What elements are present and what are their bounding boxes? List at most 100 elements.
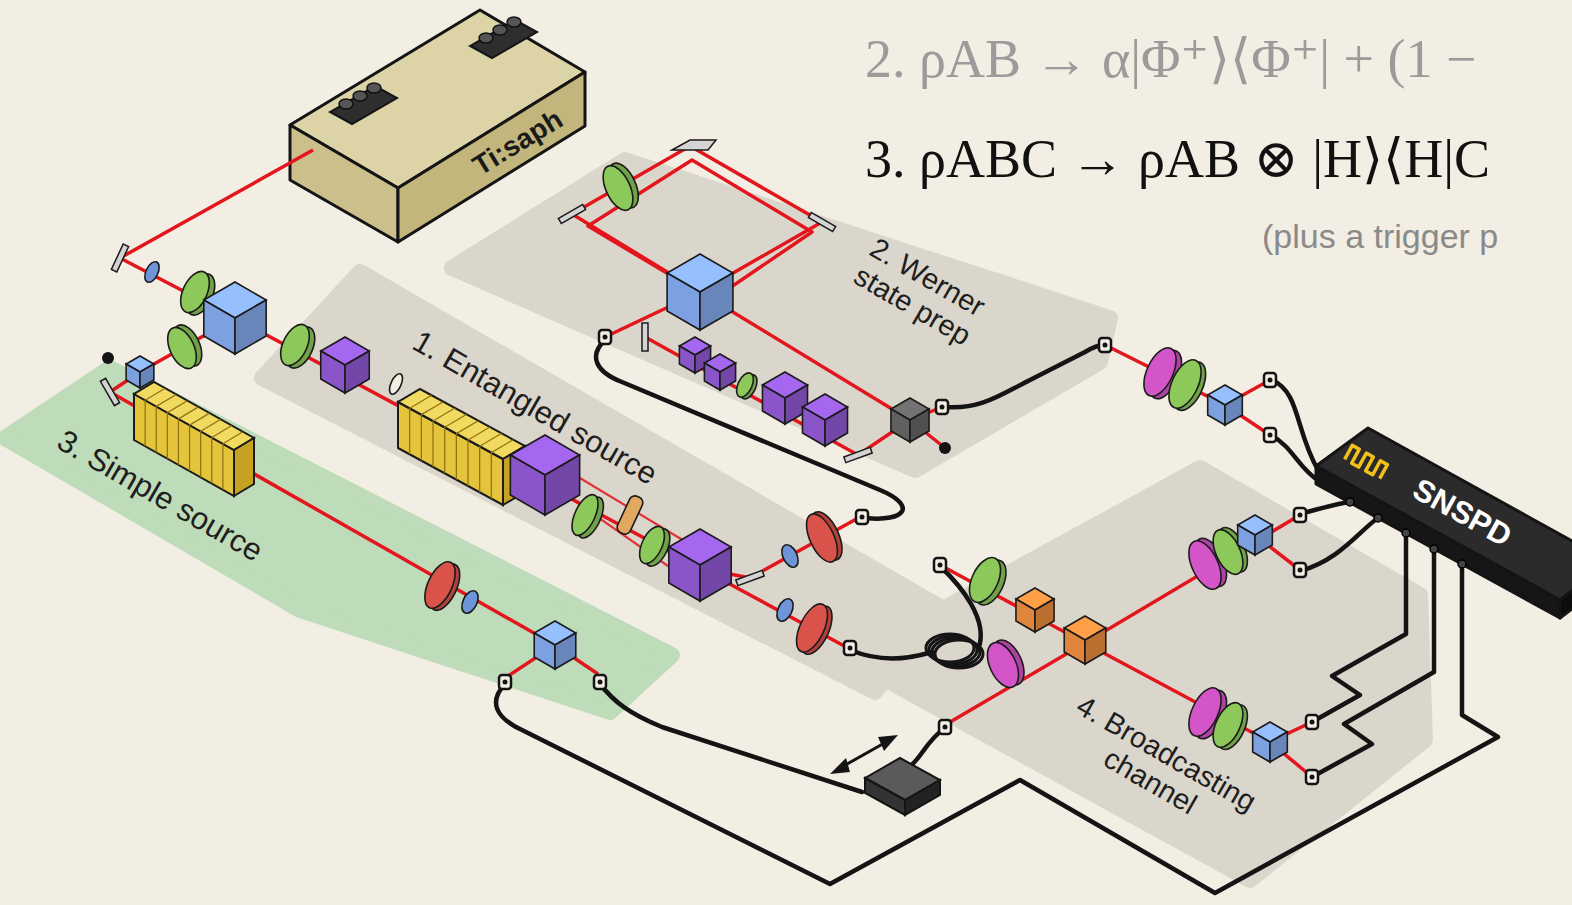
crystal-poling <box>468 427 490 486</box>
fiber-coupler <box>594 675 606 689</box>
lens-face <box>733 370 757 399</box>
beam-splitter-cube <box>1016 588 1054 632</box>
beam-dump <box>939 442 951 454</box>
cube-face <box>1253 732 1270 762</box>
cube-face <box>235 300 266 354</box>
coupler-core <box>503 680 508 685</box>
lens-face <box>387 372 405 396</box>
equation: 3. ρABC → ρAB ⊗ |H⟩⟨H|C <box>865 130 1490 189</box>
outline-face <box>290 10 585 188</box>
lens-face <box>981 638 1025 692</box>
detector-port <box>1458 560 1466 568</box>
region-label: 2. Werner state prep <box>848 232 1001 357</box>
cube-face <box>669 547 700 601</box>
cube-face <box>534 633 555 669</box>
cube-face <box>700 273 733 330</box>
lens <box>419 557 466 615</box>
outline-face <box>1316 428 1572 600</box>
node-outline <box>838 456 1437 892</box>
fiber-coupler <box>936 400 948 414</box>
lens-face <box>1162 355 1208 413</box>
cube-face <box>545 455 580 515</box>
lens <box>387 372 405 396</box>
fiber-coil <box>935 640 983 668</box>
fiber-coupler <box>499 675 511 689</box>
coupler-core <box>1298 568 1303 573</box>
lens-face <box>1207 698 1249 752</box>
cube-face <box>1225 395 1242 425</box>
lens-face <box>275 320 315 370</box>
optical-fiber <box>600 684 862 792</box>
cube-face <box>1085 628 1106 664</box>
mirror <box>100 378 119 405</box>
crystal-poling <box>167 401 187 459</box>
fiber-coupler <box>1264 373 1276 387</box>
coupler-core <box>940 405 945 410</box>
optical-fiber <box>596 340 903 519</box>
coupler-body <box>856 510 868 524</box>
outline-group <box>850 468 1425 880</box>
detector-port <box>1430 545 1438 553</box>
beam-splitter-cube <box>1238 515 1273 555</box>
cube-face <box>762 385 785 424</box>
outline-face <box>290 125 398 242</box>
coupler-body <box>594 675 606 689</box>
detector-meander <box>1345 445 1388 478</box>
coupler-body <box>1306 770 1318 784</box>
cube-face <box>1064 628 1085 664</box>
coupler-core <box>1268 378 1273 383</box>
detector-port <box>1346 498 1354 506</box>
lens-face <box>779 542 802 570</box>
crystal-poling <box>410 395 432 454</box>
beam-splitter-cube <box>1208 385 1243 425</box>
coupler-body <box>1294 563 1306 577</box>
crystal-poling <box>456 421 478 480</box>
region-label: Ti:saph <box>468 104 569 182</box>
fiber-coupler <box>856 510 868 524</box>
outline-face <box>1316 466 1560 618</box>
lens <box>142 259 162 284</box>
fiber-coupler <box>599 330 611 344</box>
region-label: SNSPD <box>1407 472 1517 553</box>
crystal-poling <box>156 394 176 452</box>
crystal-poling <box>201 419 221 477</box>
coupler-core <box>1103 343 1108 348</box>
arrow-head <box>878 735 898 751</box>
fiber-layer <box>496 340 1498 893</box>
optical-fiber <box>1312 549 1434 777</box>
mirror <box>642 323 648 351</box>
cube-face <box>667 273 700 330</box>
lens <box>1162 355 1212 415</box>
cube-face <box>1255 525 1272 555</box>
cube-face <box>1270 732 1287 762</box>
control-knob <box>493 25 507 35</box>
cube-face <box>1208 395 1225 425</box>
laser-beam <box>940 565 1085 643</box>
beam-splitter-cube <box>802 394 847 446</box>
coupler-body <box>934 558 946 572</box>
laser-beam <box>588 160 812 300</box>
lens-face <box>419 557 462 612</box>
arrow-head <box>830 758 850 774</box>
fiber-coupler <box>1294 563 1306 577</box>
cube-face <box>1035 599 1054 632</box>
coupler-core <box>943 725 948 730</box>
mirror <box>111 244 128 272</box>
stage-face <box>865 778 905 815</box>
laser-beam <box>645 337 910 455</box>
coupler-body <box>499 675 511 689</box>
beam-splitter-cube <box>204 282 266 354</box>
crystal-poling <box>421 402 443 461</box>
beam-splitter-cube <box>1064 616 1106 664</box>
optical-fiber <box>496 566 1498 893</box>
coupler-core <box>1310 775 1315 780</box>
lens <box>981 635 1030 692</box>
crystal-poling <box>178 407 198 465</box>
coupler-body <box>1294 508 1306 522</box>
beam-layer <box>110 146 1312 777</box>
cube-face <box>891 409 910 442</box>
cube-face <box>510 455 545 515</box>
cube-face <box>126 364 140 388</box>
crystal-poling <box>223 432 243 490</box>
